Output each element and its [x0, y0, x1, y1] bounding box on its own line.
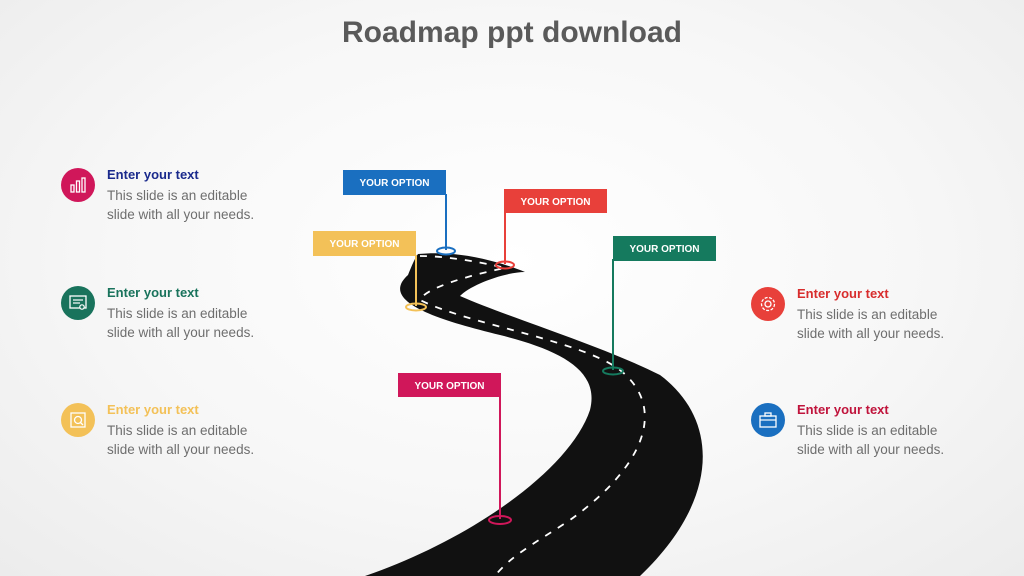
- left-item-3-text: This slide is an editable slide with all…: [107, 423, 255, 457]
- left-item-2-text: This slide is an editable slide with all…: [107, 306, 255, 340]
- right-item-2-heading: Enter your text: [797, 402, 889, 417]
- slide-title: Roadmap ppt download: [342, 16, 682, 49]
- flag-blue-label: YOUR OPTION: [359, 178, 429, 189]
- certificate-icon: [61, 286, 95, 320]
- left-item-2-heading: Enter your text: [107, 285, 199, 300]
- right-item-2-text: This slide is an editable slide with all…: [797, 423, 945, 457]
- flag-yellow-label: YOUR OPTION: [329, 239, 399, 250]
- flag-teal: YOUR OPTION: [602, 236, 716, 376]
- bar-chart-icon: [61, 168, 95, 202]
- search-document-icon: [61, 403, 95, 437]
- flag-red-label: YOUR OPTION: [520, 197, 590, 208]
- left-item-1-text: This slide is an editable slide with all…: [107, 188, 255, 222]
- flag-magenta-label: YOUR OPTION: [414, 381, 484, 392]
- road-asphalt: [365, 253, 703, 576]
- left-item-1-heading: Enter your text: [107, 167, 199, 182]
- left-item-3-heading: Enter your text: [107, 402, 199, 417]
- flag-teal-label: YOUR OPTION: [629, 244, 699, 255]
- flag-blue: YOUR OPTION: [343, 170, 456, 256]
- right-item-1-text: This slide is an editable slide with all…: [797, 307, 945, 341]
- flag-magenta: YOUR OPTION: [398, 373, 512, 525]
- briefcase-icon: [751, 403, 785, 437]
- settings-gear-icon: [751, 287, 785, 321]
- flag-red: YOUR OPTION: [495, 189, 607, 270]
- right-item-1-heading: Enter your text: [797, 286, 889, 301]
- flag-yellow: YOUR OPTION: [313, 231, 427, 312]
